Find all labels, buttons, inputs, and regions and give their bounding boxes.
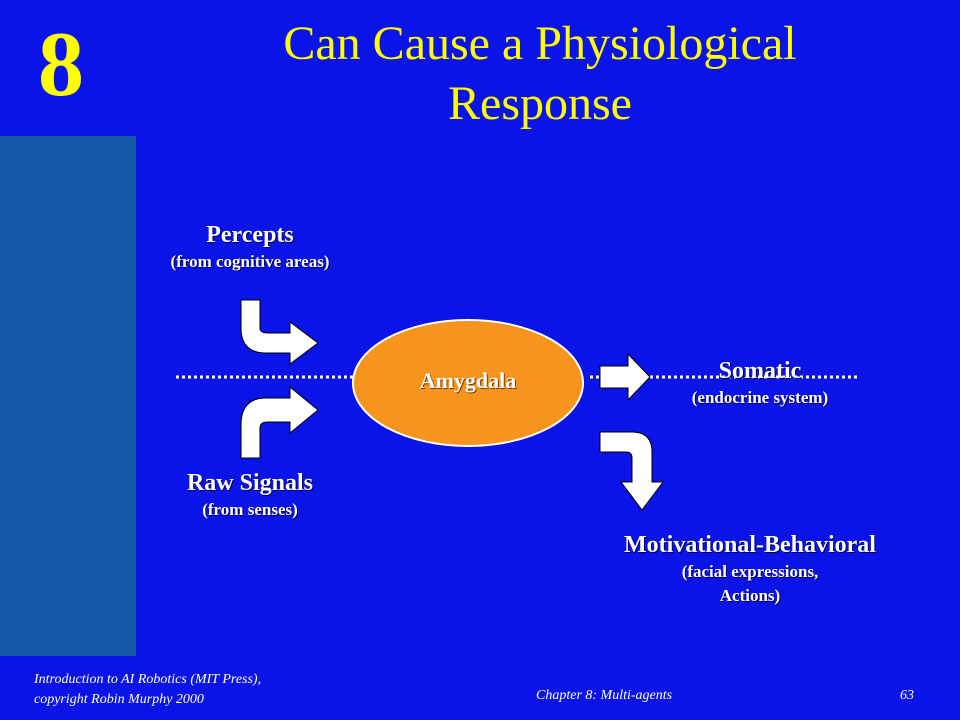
footer-credit: Introduction to AI Robotics (MIT Press),… (34, 670, 261, 710)
somatic-arrow (599, 352, 651, 402)
motivational-subtitle-2: Actions) (719, 586, 781, 605)
motivational-label: Motivational-Behavioral (facial expressi… (570, 530, 930, 608)
percepts-label: Percepts (from cognitive areas) (130, 220, 370, 274)
raw-signals-title: Raw Signals (186, 470, 314, 496)
title-line-1: Can Cause a Physiological (283, 17, 797, 70)
raw-signals-subtitle: (from senses) (202, 500, 298, 519)
footer-credit-line-2: copyright Robin Murphy 2000 (34, 692, 204, 707)
slide-title: Can Cause a Physiological Response (240, 14, 840, 134)
somatic-label: Somatic (endocrine system) (650, 356, 870, 410)
raw-signals-arrow (240, 385, 319, 459)
title-line-2: Response (448, 77, 632, 130)
percepts-arrow (240, 299, 319, 365)
motivational-subtitle-1: (facial expressions, (681, 562, 819, 581)
chapter-number: 8 (38, 13, 84, 115)
percepts-title: Percepts (206, 222, 294, 248)
amygdala-label: Amygdala (419, 368, 517, 393)
footer-credit-line-1: Introduction to AI Robotics (MIT Press), (34, 672, 262, 687)
somatic-title: Somatic (718, 358, 802, 384)
sidebar-block (0, 136, 136, 656)
motivational-title: Motivational-Behavioral (624, 532, 876, 558)
footer-page-number: 63 (900, 688, 914, 703)
footer-chapter: Chapter 8: Multi-agents (536, 688, 673, 703)
motivational-arrow (599, 431, 664, 511)
percepts-subtitle: (from cognitive areas) (170, 252, 330, 271)
amygdala-node (352, 319, 584, 447)
raw-signals-label: Raw Signals (from senses) (130, 468, 370, 522)
somatic-subtitle: (endocrine system) (691, 388, 829, 407)
